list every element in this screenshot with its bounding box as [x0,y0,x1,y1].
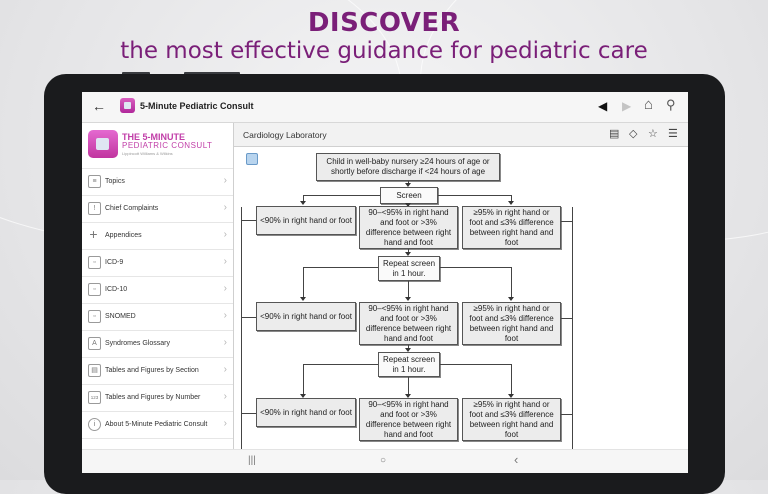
promo-headline: DISCOVER [307,8,461,38]
flowchart-repeat-box: Repeat screen in 1 hour. [378,256,440,281]
sidebar-item-label: Topics [105,178,125,185]
sidebar-item-topics[interactable]: ≡ Topics › [82,168,233,195]
home-icon[interactable]: ⌂ [644,96,654,113]
logo-title: THE 5-MINUTE [122,132,185,142]
content-title: Cardiology Laboratory [243,130,327,140]
chevron-right-icon: › [223,337,227,348]
system-back-button[interactable]: ‹ [514,452,519,467]
app-title: 5-Minute Pediatric Consult [140,101,254,111]
flowchart-outcome-mid: 90–<95% in right hand and foot or >3% di… [359,302,458,345]
plus-icon: + [89,226,98,242]
chevron-right-icon: › [223,418,227,429]
sidebar-item-tables-by-number[interactable]: 123 Tables and Figures by Number › [82,384,233,411]
sidebar-item-label: Syndromes Glossary [105,340,170,347]
back-arrow-icon[interactable]: ← [92,98,106,114]
sidebar-item-label: Appendices [105,232,142,239]
sidebar-item-syndromes-glossary[interactable]: A Syndromes Glossary › [82,330,233,357]
sidebar-item-label: Tables and Figures by Section [105,367,199,374]
sidebar-item-appendices[interactable]: + Appendices › [82,222,233,249]
chevron-right-icon: › [223,364,227,375]
search-icon[interactable]: ⚲ [666,97,676,112]
sidebar-item-label: SNOMED [105,313,136,320]
flowchart-outcome-low: <90% in right hand or foot [256,398,356,427]
sidebar-item-icd-9[interactable]: ▫ ICD-9 › [82,249,233,276]
clipboard-icon: ▫ [88,283,101,296]
home-button[interactable]: ○ [380,455,387,466]
next-icon[interactable]: ▶ [622,99,632,113]
sidebar-item-tables-by-section[interactable]: ▤ Tables and Figures by Section › [82,357,233,384]
list-sort-icon[interactable]: ☰ [668,128,678,140]
chevron-right-icon: › [223,391,227,402]
sidebar-item-snomed[interactable]: ▫ SNOMED › [82,303,233,330]
flowchart-screen-box: Screen [380,187,438,204]
sidebar-item-label: ICD-9 [105,259,124,266]
promo-subheadline: the most effective guidance for pediatri… [120,38,648,64]
star-icon[interactable]: ☆ [648,128,658,140]
flowchart-outcome-low: <90% in right hand or foot [256,206,356,235]
chevron-right-icon: › [223,283,227,294]
chevron-right-icon: › [223,229,227,240]
product-logo-icon [88,130,118,158]
table-icon: ▤ [88,364,101,377]
list-icon: ≡ [88,175,101,188]
clipboard-icon: ▫ [88,256,101,269]
sidebar-item-about[interactable]: i About 5-Minute Pediatric Consult › [82,411,233,439]
zoom-image-icon[interactable] [246,153,258,165]
content-title-bar: Cardiology Laboratory ▤ ◇ ☆ ☰ [234,123,688,147]
book-icon: A [88,337,101,350]
notes-icon[interactable]: ▤ [609,128,620,140]
logo-publisher: Lippincott Williams & Wilkins [122,151,173,156]
clipboard-icon: ▫ [88,310,101,323]
flowchart-start-box: Child in well-baby nursery ≥24 hours of … [316,153,500,181]
chevron-right-icon: › [223,202,227,213]
app-bar: ← 5-Minute Pediatric Consult ◀ ▶ ⌂ ⚲ [82,92,688,123]
flowchart-repeat-box: Repeat screen in 1 hour. [378,352,440,377]
content-pane: Cardiology Laboratory ▤ ◇ ☆ ☰ Child in w… [234,123,688,473]
number-icon: 123 [88,391,101,404]
tablet-screen: ← 5-Minute Pediatric Consult ◀ ▶ ⌂ ⚲ THE… [82,92,688,473]
app-logo-icon [120,98,135,113]
recents-button[interactable]: ||| [248,455,256,466]
sidebar-item-chief-complaints[interactable]: ! Chief Complaints › [82,195,233,222]
flowchart-outcome-low: <90% in right hand or foot [256,302,356,331]
previous-icon[interactable]: ◀ [598,99,608,113]
info-icon: i [88,418,101,431]
flowchart: Child in well-baby nursery ≥24 hours of … [234,123,688,473]
flowchart-outcome-high: ≥95% in right hand or foot and ≤3% diffe… [462,206,561,249]
sidebar-item-label: Chief Complaints [105,205,159,212]
flowchart-outcome-mid: 90–<95% in right hand and foot or >3% di… [359,398,458,441]
sidebar-menu: ≡ Topics › ! Chief Complaints › + Append… [82,168,233,439]
flowchart-outcome-mid: 90–<95% in right hand and foot or >3% di… [359,206,458,249]
sidebar: THE 5-MINUTE PEDIATRIC CONSULT Lippincot… [82,123,234,473]
flowchart-outcome-high: ≥95% in right hand or foot and ≤3% diffe… [462,302,561,345]
sidebar-item-icd-10[interactable]: ▫ ICD-10 › [82,276,233,303]
chevron-right-icon: › [223,310,227,321]
sidebar-item-label: Tables and Figures by Number [105,394,201,401]
tablet-power-button [184,72,240,75]
tag-icon[interactable]: ◇ [629,128,638,140]
sidebar-item-label: ICD-10 [105,286,128,293]
speech-bubble-icon: ! [88,202,101,215]
tablet-volume-button [122,72,150,75]
chevron-right-icon: › [223,256,227,267]
system-navigation-bar: ||| ○ ‹ [82,449,688,473]
flowchart-outcome-high: ≥95% in right hand or foot and ≤3% diffe… [462,398,561,441]
chevron-right-icon: › [223,175,227,186]
sidebar-item-label: About 5-Minute Pediatric Consult [105,421,208,428]
logo-subtitle: PEDIATRIC CONSULT [122,141,213,150]
